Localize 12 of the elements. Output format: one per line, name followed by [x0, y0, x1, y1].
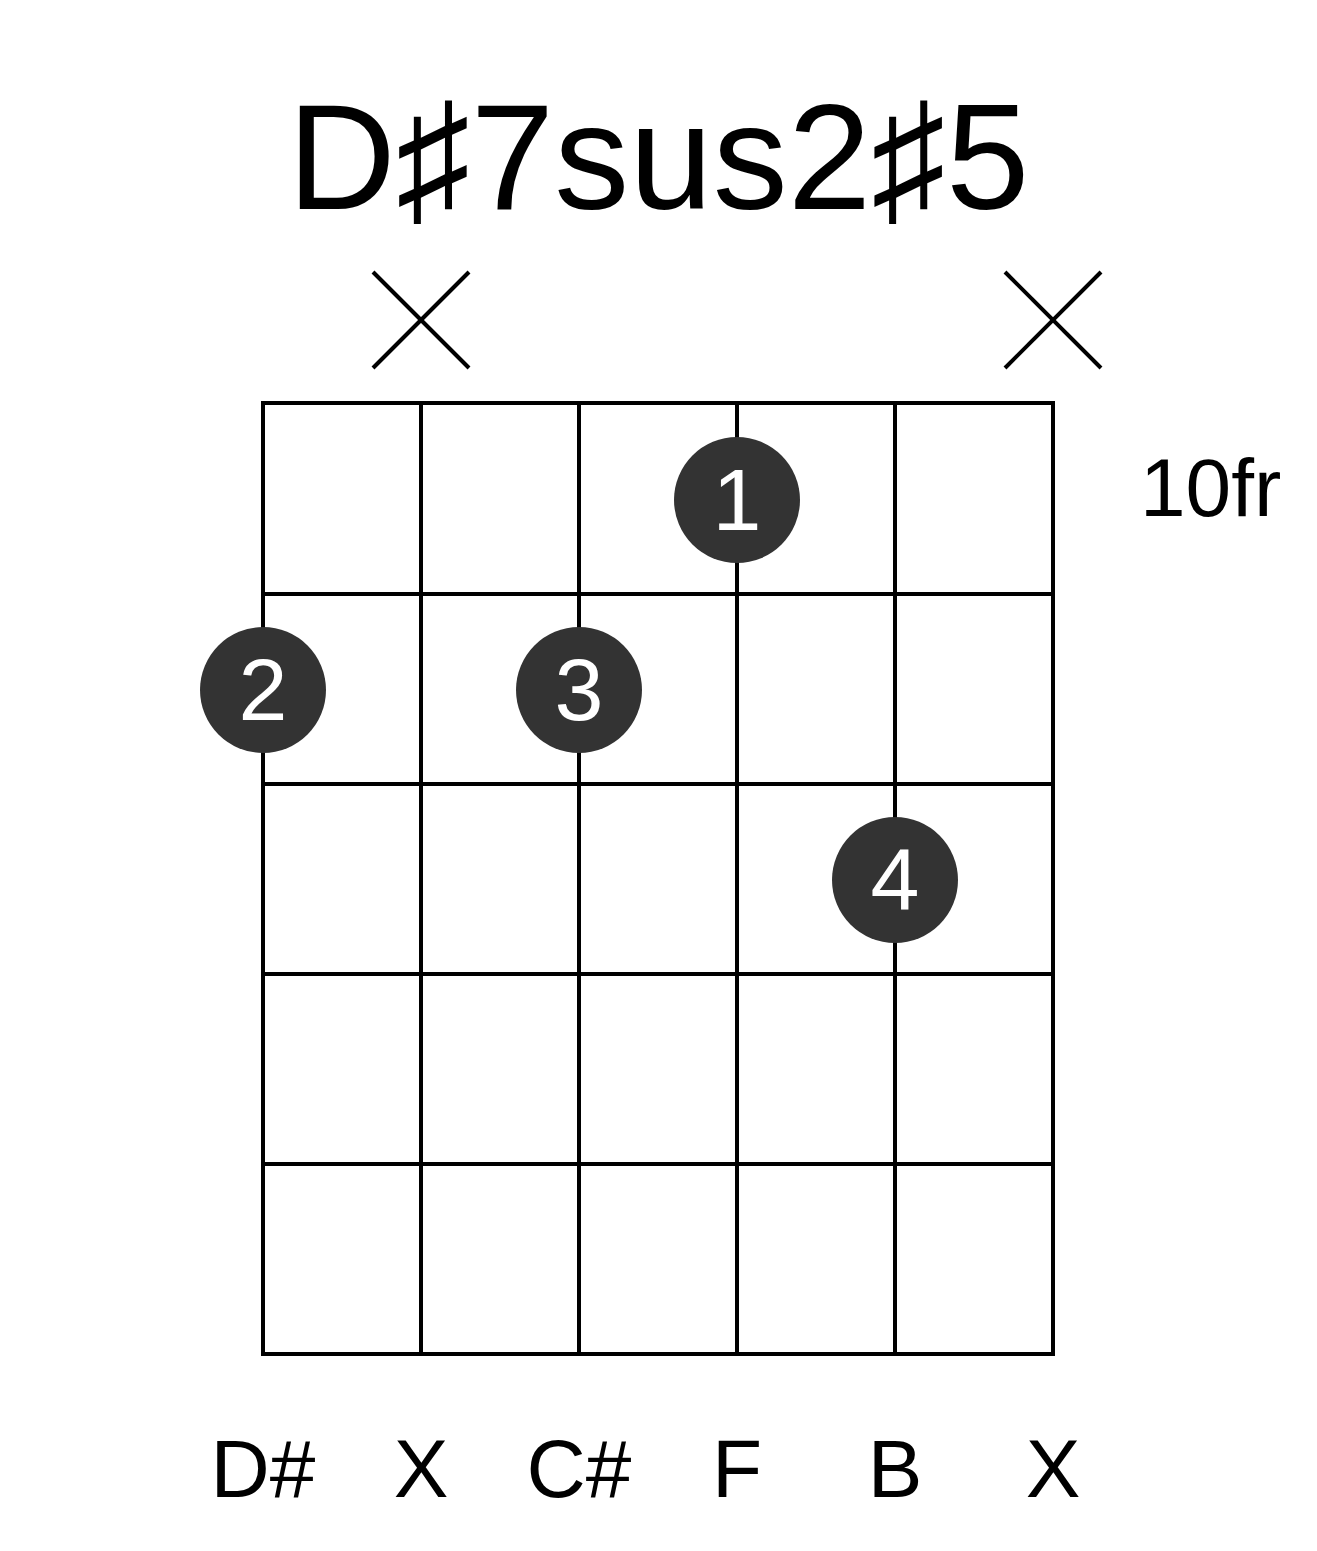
string-note-label: C#: [526, 1428, 632, 1510]
string-note-label: X: [393, 1428, 449, 1510]
finger-dot: 1: [674, 437, 800, 563]
string-note-label: F: [711, 1428, 763, 1510]
finger-dot: 4: [832, 817, 958, 943]
finger-dot: 2: [200, 627, 326, 753]
string-note-label: B: [867, 1428, 923, 1510]
chord-title: D♯7sus2♯5: [286, 82, 1031, 232]
string-note-label: X: [1025, 1428, 1081, 1510]
string-note-label: D#: [210, 1428, 316, 1510]
finger-dot: 3: [516, 627, 642, 753]
fret-position-label: 10fr: [1140, 447, 1282, 529]
